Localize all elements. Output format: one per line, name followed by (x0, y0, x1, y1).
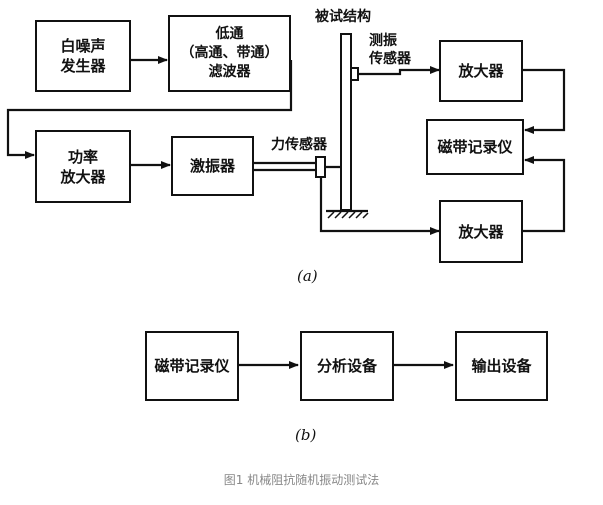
filter-box: 低通 （高通、带通） 滤波器 (168, 15, 291, 92)
arrow-forcesensor-to-amplifier (319, 176, 440, 235)
force-sensor-block (315, 156, 326, 178)
arrow-vibsensor-to-amplifier (358, 66, 440, 76)
diagram-a-sublabel: (a) (297, 267, 318, 285)
vibration-sensor-block (350, 67, 359, 81)
exciter-box: 激振器 (171, 136, 254, 196)
structure-under-test-label: 被试结构 (315, 9, 371, 25)
force-sensor-label: 力传感器 (271, 137, 327, 153)
structure-beam (340, 33, 352, 211)
vibration-sensor-label: 测振 传感器 (369, 33, 411, 67)
tape-recorder-box-b: 磁带记录仪 (145, 331, 239, 401)
power-amplifier-box: 功率 放大器 (35, 130, 131, 203)
amplifier-bottom-box: 放大器 (439, 200, 523, 263)
output-equipment-box: 输出设备 (455, 331, 548, 401)
amplifier-top-box: 放大器 (439, 40, 523, 102)
arrow-amp-to-recorder-bottom (523, 156, 566, 233)
arrow-amp-to-recorder-top (523, 68, 566, 134)
tape-recorder-box-a: 磁带记录仪 (426, 119, 524, 175)
diagram-b-sublabel: (b) (295, 426, 317, 444)
arrow-filter-to-power-amp (6, 60, 293, 159)
white-noise-generator-box: 白噪声 发生器 (35, 20, 131, 92)
figure-caption: 图1 机械阻抗随机振动测试法 (223, 473, 380, 487)
analysis-equipment-box: 分析设备 (300, 331, 394, 401)
